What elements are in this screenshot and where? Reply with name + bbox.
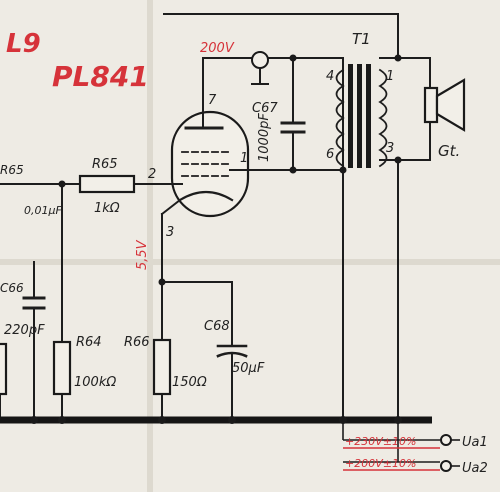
junction-dot — [228, 416, 236, 424]
junction-dot — [394, 54, 402, 62]
tube-type: PL841 — [52, 60, 149, 93]
resistor-r66 — [152, 338, 172, 396]
label-transformer-pin-1: 1 — [386, 69, 394, 84]
label-plate-voltage: 200V — [200, 41, 235, 56]
resistor-r65 — [78, 174, 136, 194]
label-r65: R65 — [92, 157, 118, 172]
label-speaker: Gt. — [438, 142, 460, 160]
junction-dot — [394, 416, 402, 424]
label-r64-value: 100kΩ — [74, 375, 116, 390]
terminal-ua1 — [440, 434, 452, 446]
label-c68-value: 50μF — [232, 361, 265, 376]
label-transformer-pin-3: 3 — [386, 141, 394, 156]
label-transformer-pin-6: 6 — [326, 147, 334, 162]
resistor-r64 — [52, 340, 72, 396]
junction-dot — [289, 54, 297, 62]
output-transformer-t1 — [335, 64, 388, 168]
junction-dot — [339, 416, 347, 424]
label-ua1: Ua1 — [462, 435, 488, 450]
label-r64: R64 — [76, 335, 102, 350]
label-transformer: T1 — [352, 30, 371, 48]
junction-dot — [58, 416, 66, 424]
junction-dot — [158, 278, 166, 286]
junction-dot — [158, 416, 166, 424]
label-transformer-pin-4: 4 — [326, 69, 334, 84]
label-cathode-voltage: 5,5V — [135, 239, 150, 270]
label-supply-200v: +200V±10% — [345, 457, 416, 470]
label-c66: C66 — [0, 281, 24, 295]
label-1000pf-value: 1000pF — [257, 113, 272, 162]
label-tube-pin-1: 1 — [240, 151, 248, 166]
tube-reference: L9 — [6, 29, 41, 59]
junction-dot — [30, 416, 38, 424]
label-r65-value: 1kΩ — [94, 201, 120, 216]
label-r66: R66 — [124, 335, 150, 350]
label-coupling-cap-value: 0,01μF — [24, 204, 62, 217]
label-ua2: Ua2 — [462, 461, 488, 476]
label-r66-value: 150Ω — [172, 375, 207, 390]
capacitor-c67-symbol — [251, 51, 269, 69]
label-tube-pin-7: 7 — [208, 93, 217, 108]
label-c68: C68 — [204, 319, 230, 334]
terminal-ua2 — [440, 460, 452, 472]
label-r65-partial: R65 — [0, 163, 24, 177]
junction-dot — [394, 156, 402, 164]
label-c67: C67 — [252, 101, 278, 116]
resistor-partial-left — [0, 342, 8, 396]
label-tube-pin-3: 3 — [166, 225, 174, 240]
junction-dot — [289, 166, 297, 174]
vacuum-tube-pl841 — [160, 110, 250, 218]
junction-dot — [58, 180, 66, 188]
speaker-icon — [423, 78, 466, 132]
label-supply-230v: +230V±10% — [345, 435, 416, 448]
label-tube-pin-2: 2 — [148, 167, 156, 182]
junction-dot — [339, 166, 347, 174]
capacitor-c68-curved-plate — [216, 351, 248, 358]
label-c66-value: 220pF — [4, 323, 45, 338]
